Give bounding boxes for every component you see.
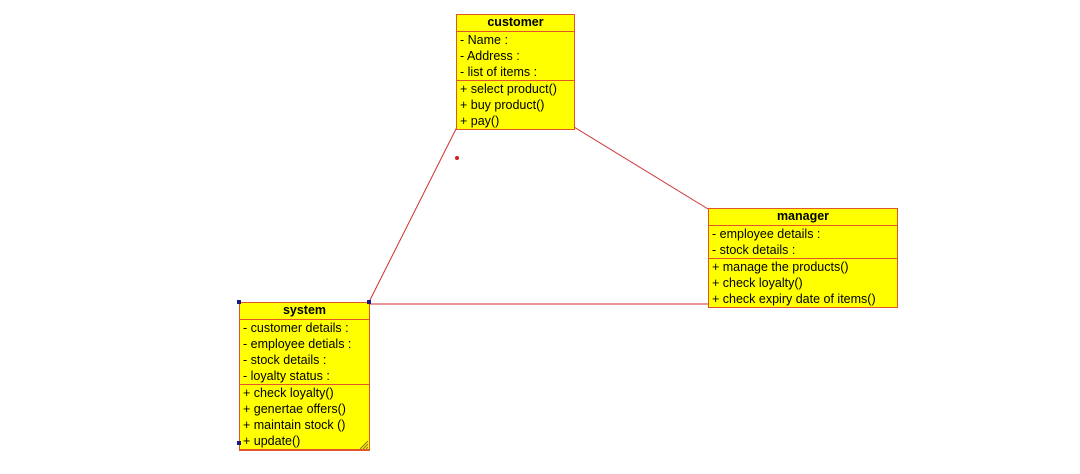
selection-handle-bottom-left[interactable] bbox=[237, 441, 241, 445]
operations-section: + manage the products() + check loyalty(… bbox=[709, 259, 897, 307]
operation: + genertae offers() bbox=[243, 402, 346, 416]
attribute: - loyalty status : bbox=[243, 369, 330, 383]
attributes-section: - customer details : - employee detials … bbox=[240, 320, 369, 385]
operation: + maintain stock () bbox=[243, 418, 346, 432]
operation: + check loyalty() bbox=[712, 276, 803, 290]
attribute: - employee detials : bbox=[243, 337, 352, 351]
attribute: - stock details : bbox=[712, 243, 796, 257]
attribute: - list of items : bbox=[460, 65, 538, 79]
operation: + select product() bbox=[460, 82, 557, 96]
selection-handle-top-right[interactable] bbox=[367, 300, 371, 304]
operation: + manage the products() bbox=[712, 260, 849, 274]
attribute: - Address : bbox=[460, 49, 520, 63]
operations-section: + check loyalty() + genertae offers() + … bbox=[240, 385, 369, 450]
operation: + check expiry date of items() bbox=[712, 292, 876, 306]
class-name: manager bbox=[709, 209, 897, 226]
class-manager[interactable]: manager - employee details : - stock det… bbox=[708, 208, 898, 308]
class-name: system bbox=[240, 303, 369, 320]
attribute: - Name : bbox=[460, 33, 508, 47]
operation: + pay() bbox=[460, 114, 500, 128]
attribute: - customer details : bbox=[243, 321, 349, 335]
attributes-section: - Name : - Address : - list of items : bbox=[457, 32, 574, 81]
resize-grip-icon[interactable] bbox=[358, 439, 368, 449]
association-customer-manager[interactable] bbox=[573, 126, 709, 210]
class-customer[interactable]: customer - Name : - Address : - list of … bbox=[456, 14, 575, 130]
operation: + buy product() bbox=[460, 98, 545, 112]
attributes-section: - employee details : - stock details : bbox=[709, 226, 897, 259]
anchor-point-dot bbox=[455, 156, 459, 160]
class-system[interactable]: system - customer details : - employee d… bbox=[239, 302, 370, 451]
class-name: customer bbox=[457, 15, 574, 32]
operation: + update() bbox=[243, 434, 301, 448]
operations-section: + select product() + buy product() + pay… bbox=[457, 81, 574, 129]
selection-handle-top-left[interactable] bbox=[237, 300, 241, 304]
association-customer-system[interactable] bbox=[367, 126, 458, 305]
attribute: - stock details : bbox=[243, 353, 327, 367]
attribute: - employee details : bbox=[712, 227, 821, 241]
operation: + check loyalty() bbox=[243, 386, 334, 400]
